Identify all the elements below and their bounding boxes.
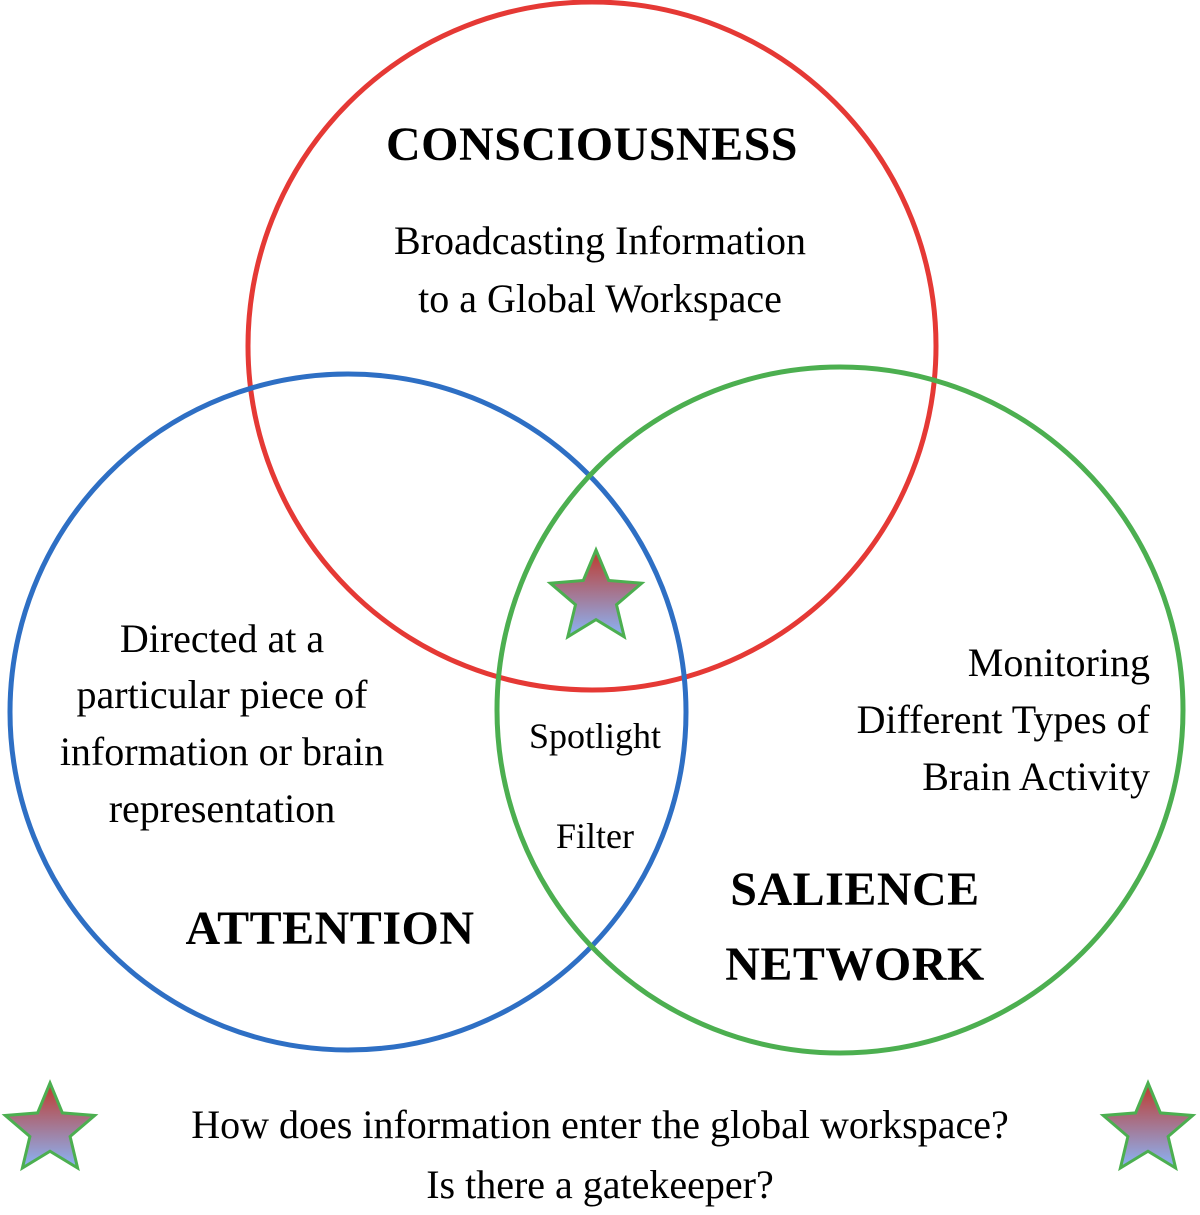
salience-circle — [494, 364, 1186, 1056]
salience-desc-line1: Monitoring — [968, 640, 1150, 685]
right-star-icon — [1099, 1079, 1197, 1172]
attention-desc-line3: information or brain — [60, 729, 384, 774]
consciousness-desc-line2: to a Global Workspace — [418, 276, 782, 321]
star-shape — [1, 1079, 99, 1172]
salience-desc-line3: Brain Activity — [922, 754, 1150, 799]
center-star-icon — [546, 546, 646, 640]
star-shape — [1099, 1079, 1197, 1172]
question-line1: How does information enter the global wo… — [191, 1102, 1009, 1147]
attention-circle — [7, 371, 689, 1053]
attention-desc-line4: representation — [109, 786, 336, 831]
attention-desc-line2: particular piece of — [77, 672, 369, 717]
salience-desc-line2: Different Types of — [857, 697, 1151, 742]
star-shape — [546, 546, 646, 640]
overlap-label-filter: Filter — [556, 816, 634, 856]
left-star-icon — [1, 1079, 99, 1172]
salience-title-line1: SALIENCE — [730, 863, 979, 916]
consciousness-circle — [245, 0, 939, 693]
consciousness-desc-line1: Broadcasting Information — [394, 218, 806, 263]
salience-title-line2: NETWORK — [725, 938, 985, 991]
attention-desc-line1: Directed at a — [120, 616, 325, 661]
question-line2: Is there a gatekeeper? — [426, 1162, 774, 1207]
consciousness-title: CONSCIOUSNESS — [386, 118, 798, 171]
overlap-label-spotlight: Spotlight — [529, 716, 661, 756]
attention-title: ATTENTION — [185, 902, 474, 955]
